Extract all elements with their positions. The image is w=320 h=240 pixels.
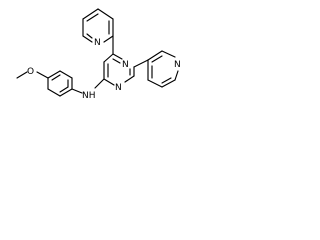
bond [86, 33, 93, 39]
bond [47, 70, 61, 79]
atom-label-methoxy-o: O [27, 67, 34, 77]
bond [47, 88, 61, 97]
molecular-structure: N N N N NH O [16, 8, 181, 101]
bond [151, 55, 163, 63]
bond [103, 78, 115, 86]
bond [103, 35, 114, 43]
bond [97, 8, 114, 20]
atom-label-pyrimidine-n3: N [115, 83, 122, 93]
bond [147, 79, 163, 88]
bond [94, 78, 105, 89]
bond [71, 88, 83, 94]
bond [51, 74, 61, 81]
bond [161, 50, 176, 58]
methoxyphenyl-ring [47, 70, 73, 97]
bond [161, 77, 172, 84]
bond [133, 59, 149, 68]
pyridin-4-yl-ring [147, 50, 179, 88]
atom-label-pyridine-n: N [94, 38, 101, 48]
bond [112, 58, 121, 64]
pyrimidine-ring [103, 53, 135, 86]
atom-label-amine-nh: NH [82, 91, 96, 101]
bond [103, 53, 114, 63]
bond [59, 86, 69, 93]
bond [174, 70, 179, 81]
bond [124, 75, 135, 83]
bond [86, 13, 99, 22]
pyridin-2-yl-ring [82, 8, 114, 43]
bond [161, 79, 176, 88]
bond [59, 88, 73, 97]
bond [82, 35, 93, 43]
atom-label-pyridine-4yl-n: N [174, 60, 181, 70]
bond [59, 70, 73, 79]
bond [82, 8, 99, 20]
bond [147, 50, 163, 61]
bond [16, 71, 28, 79]
atom-label-pyrimidine-n1: N [122, 60, 129, 70]
bond [112, 53, 123, 60]
bond [36, 71, 49, 79]
